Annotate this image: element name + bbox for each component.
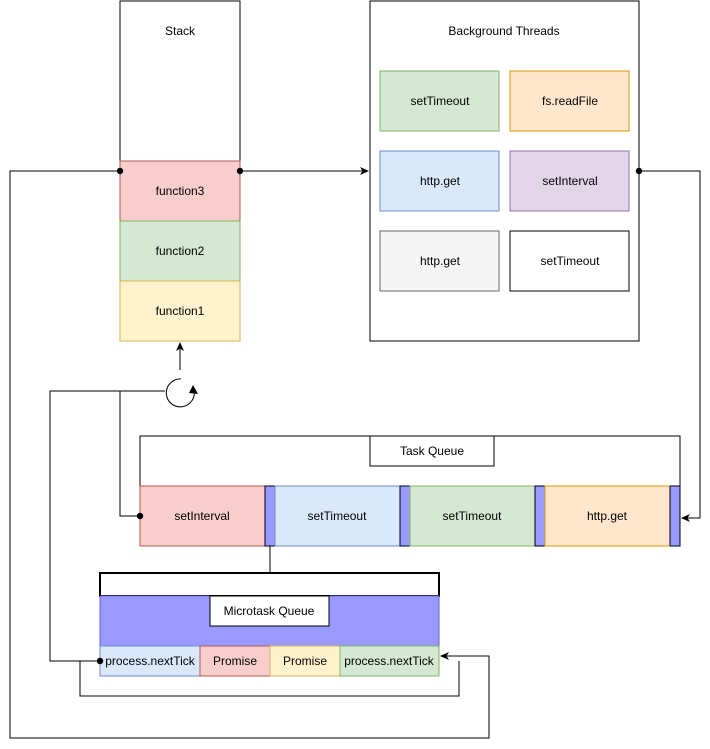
thread-label: setTimeout — [541, 254, 601, 268]
microtask-label: process.nextTick — [105, 654, 196, 668]
microtask-label: Promise — [213, 654, 257, 668]
task-box — [409, 485, 536, 547]
thread-box — [509, 230, 630, 292]
task-queue: Task Queue setInterval setTimeout setTim… — [139, 435, 681, 547]
microtask-queue: Microtask Queue process.nextTick Promise… — [99, 572, 440, 677]
task-separator — [534, 485, 546, 547]
thread-label: setTimeout — [411, 94, 471, 108]
thread-box — [509, 70, 630, 132]
task-label: setTimeout — [443, 509, 503, 523]
microtask-box — [339, 645, 440, 677]
stack: Stack function3 function2 function1 — [119, 0, 241, 342]
stack-frame-label: function2 — [156, 244, 205, 258]
stack-to-microtask-arrow — [9, 170, 490, 739]
stack-frame-box — [119, 160, 241, 222]
refresh-icon — [165, 378, 198, 408]
stack-title: Stack — [165, 24, 196, 38]
stack-frame-label: function3 — [156, 184, 205, 198]
task-box — [274, 485, 401, 547]
task-queue-title-box — [369, 435, 495, 467]
task-label: setInterval — [174, 509, 229, 523]
microtask-loopback-line — [79, 661, 460, 697]
microtask-box — [199, 645, 271, 677]
stack-container — [119, 0, 241, 162]
microtask-header-strip — [99, 572, 440, 597]
thread-label: http.get — [420, 254, 461, 268]
microtask-box — [269, 645, 341, 677]
threads-to-task-queue-arrow — [639, 170, 701, 522]
microtask-label: Promise — [283, 654, 327, 668]
thread-box — [379, 150, 500, 212]
background-threads: Background Threads setTimeout fs.readFil… — [369, 0, 640, 342]
microtask-title: Microtask Queue — [224, 604, 315, 618]
stack-frame-label: function1 — [156, 304, 205, 318]
task-label: setTimeout — [308, 509, 368, 523]
thread-label: http.get — [420, 174, 461, 188]
thread-label: setInterval — [542, 174, 597, 188]
thread-box — [379, 230, 500, 292]
stack-frame-box — [119, 220, 241, 282]
microtask-label: process.nextTick — [344, 654, 435, 668]
thread-box — [509, 150, 630, 212]
thread-label: fs.readFile — [542, 94, 598, 108]
microtask-to-loop-line — [49, 390, 120, 662]
task-separator — [264, 485, 276, 547]
microtask-title-box — [209, 595, 330, 627]
connectors — [9, 167, 701, 739]
thread-box — [379, 70, 500, 132]
task-separator — [399, 485, 411, 547]
task-label: http.get — [587, 509, 628, 523]
task-separator — [669, 485, 681, 547]
stack-frame-box — [119, 280, 241, 342]
task-queue-title: Task Queue — [400, 444, 464, 458]
task-queue-to-loop-line — [119, 390, 165, 517]
background-threads-title: Background Threads — [448, 24, 559, 38]
task-box — [544, 485, 671, 547]
